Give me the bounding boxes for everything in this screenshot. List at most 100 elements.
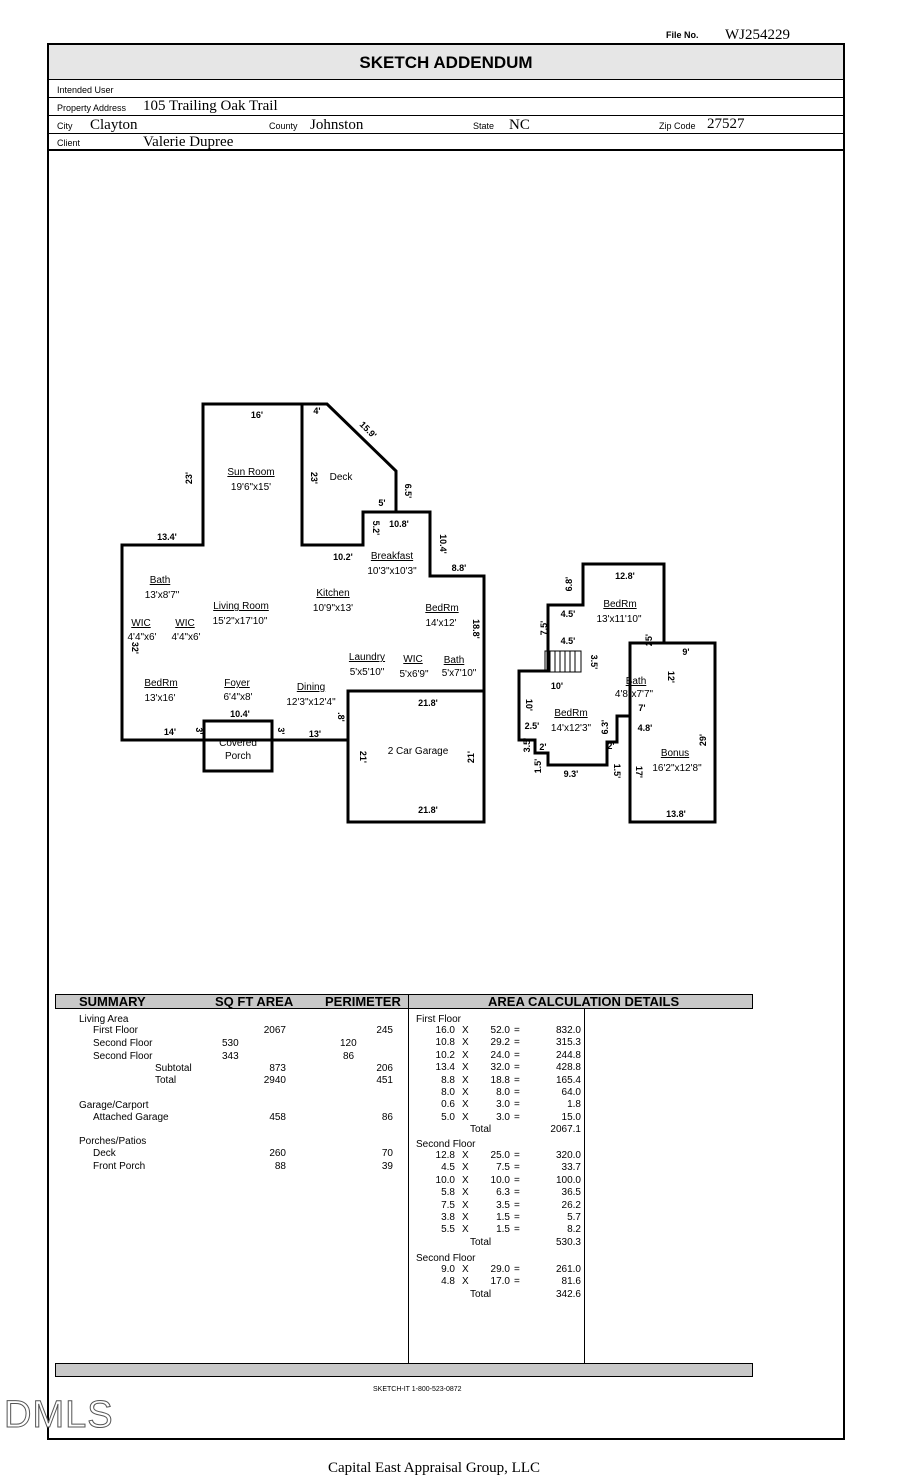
details-dim-a: 10.0 — [435, 1174, 455, 1186]
city-value: Clayton — [90, 117, 138, 133]
summary-row-area: 260 — [269, 1148, 286, 1159]
living-area-label: Living Area — [79, 1014, 129, 1025]
details-equals-sign: = — [514, 1074, 520, 1086]
state-value: NC — [509, 117, 530, 133]
room-kitchen: Kitchen — [316, 588, 349, 599]
room-bedrm-right-dim: 14'x12' — [425, 618, 456, 629]
room-bath-2-dim: 5'x7'10" — [442, 668, 477, 679]
details-product: 244.8 — [555, 1049, 581, 1061]
room-bedrm-lower-dim: 14'x12'3" — [551, 723, 592, 734]
details-times-sign: X — [462, 1199, 469, 1211]
room-bath-2: Bath — [444, 655, 465, 666]
subtotal-perim: 206 — [376, 1063, 393, 1074]
dim-label: 21' — [466, 751, 476, 763]
dim-label: 23' — [309, 472, 319, 484]
divider — [49, 97, 843, 98]
details-times-sign: X — [462, 1074, 469, 1086]
details-dim-a: 7.5 — [441, 1199, 455, 1211]
room-deck: Deck — [330, 472, 354, 483]
details-section-title: Second Floor — [416, 1253, 476, 1264]
dim-label: 8.8' — [452, 563, 467, 573]
details-total-value: 530.3 — [555, 1236, 581, 1248]
details-dim-b: 29.0 — [490, 1264, 510, 1275]
room-bedrm-upper: BedRm — [603, 599, 636, 610]
room-foyer: Foyer — [224, 678, 250, 689]
room-laundry: Laundry — [349, 652, 385, 663]
porch-outline — [202, 719, 274, 773]
dim-label: 17' — [634, 766, 644, 778]
details-dim-b: 8.0 — [496, 1087, 510, 1098]
details-total-value: 342.6 — [555, 1288, 581, 1300]
dim-label: 10.2' — [333, 552, 353, 562]
room-living: Living Room — [213, 601, 269, 612]
details-equals-sign: = — [514, 1111, 520, 1123]
room-sunroom-dim: 19'6"x15' — [231, 482, 271, 493]
room-wic-1-dim: 4'4"x6' — [127, 632, 156, 643]
details-dim-b: 52.0 — [490, 1025, 510, 1036]
details-product: 320.0 — [555, 1150, 581, 1161]
room-bath-upper-dim: 4'8"x7'7" — [615, 689, 654, 700]
room-foyer-dim: 6'4"x8' — [223, 692, 252, 703]
details-dim-b: 1.5 — [496, 1224, 510, 1236]
county-label: County — [269, 121, 298, 131]
dim-label: 2' — [539, 742, 546, 752]
details-times-sign: X — [462, 1111, 469, 1123]
divider — [49, 115, 843, 116]
room-bath-1: Bath — [150, 575, 171, 586]
dim-label: 4.8' — [638, 723, 653, 733]
room-wic-2-dim: 4'4"x6' — [171, 632, 200, 643]
details-equals-sign: = — [514, 1264, 520, 1275]
room-bedrm-upper-dim: 13'x11'10" — [597, 614, 642, 625]
dim-label: 2' — [607, 741, 614, 751]
property-address-value: 105 Trailing Oak Trail — [143, 98, 278, 114]
summary-row-area: 2067 — [263, 1025, 286, 1036]
details-times-sign: X — [462, 1099, 469, 1111]
details-dim-a: 10.2 — [435, 1049, 455, 1061]
details-dim-b: 10.0 — [490, 1174, 510, 1186]
details-dim-a: 5.5 — [441, 1224, 455, 1236]
stairs-icon — [544, 650, 582, 673]
details-dim-a: 5.0 — [441, 1111, 455, 1123]
details-dim-b: 1.5 — [496, 1212, 510, 1223]
footer-company: Capital East Appraisal Group, LLC — [327, 1460, 541, 1476]
details-dim-b: 25.0 — [490, 1150, 510, 1161]
details-total-label: Total — [470, 1236, 492, 1248]
summary-row-label: Deck — [93, 1148, 116, 1159]
summary-row-perim: 245 — [376, 1025, 393, 1036]
room-bedrm-lower: BedRm — [554, 708, 587, 719]
room-garage: 2 Car Garage — [388, 746, 449, 757]
room-laundry-dim: 5'x5'10" — [350, 667, 385, 678]
floor-plan-sketch: Sun Room 19'6"x15' Deck Breakfast 10'3"x… — [120, 402, 717, 824]
details-equals-sign: = — [514, 1162, 520, 1174]
page-title: SKETCH ADDENDUM — [49, 45, 843, 80]
dim-label: 3' — [194, 727, 204, 734]
dim-label: .8' — [336, 712, 346, 722]
perimeter-heading: PERIMETER — [325, 994, 401, 1009]
details-times-sign: X — [462, 1174, 469, 1186]
details-product: 8.2 — [567, 1224, 581, 1236]
details-times-sign: X — [462, 1264, 469, 1275]
room-bonus: Bonus — [661, 748, 689, 759]
dim-label: 18.8' — [471, 619, 481, 639]
details-times-sign: X — [462, 1062, 469, 1074]
details-section-title: First Floor — [416, 1014, 461, 1025]
details-total-label: Total — [470, 1124, 492, 1136]
dim-label: 10' — [524, 699, 534, 711]
divider — [49, 133, 843, 134]
details-dim-b: 3.5 — [496, 1199, 510, 1211]
details-product: 315.3 — [555, 1037, 581, 1049]
summary-header-bar — [55, 994, 753, 1009]
city-label: City — [57, 121, 73, 131]
room-breakfast: Breakfast — [371, 551, 413, 562]
details-equals-sign: = — [514, 1099, 520, 1111]
bonus-outline — [628, 641, 717, 824]
dim-label: 1.5' — [612, 764, 622, 779]
details-times-sign: X — [462, 1150, 469, 1161]
details-equals-sign: = — [514, 1187, 520, 1199]
details-dim-a: 10.8 — [435, 1037, 455, 1049]
dim-label: 7' — [638, 703, 645, 713]
details-dim-a: 8.0 — [441, 1087, 455, 1098]
summary-heading: SUMMARY — [79, 994, 146, 1009]
page-frame — [47, 43, 845, 1440]
room-bedrm-right: BedRm — [425, 603, 458, 614]
